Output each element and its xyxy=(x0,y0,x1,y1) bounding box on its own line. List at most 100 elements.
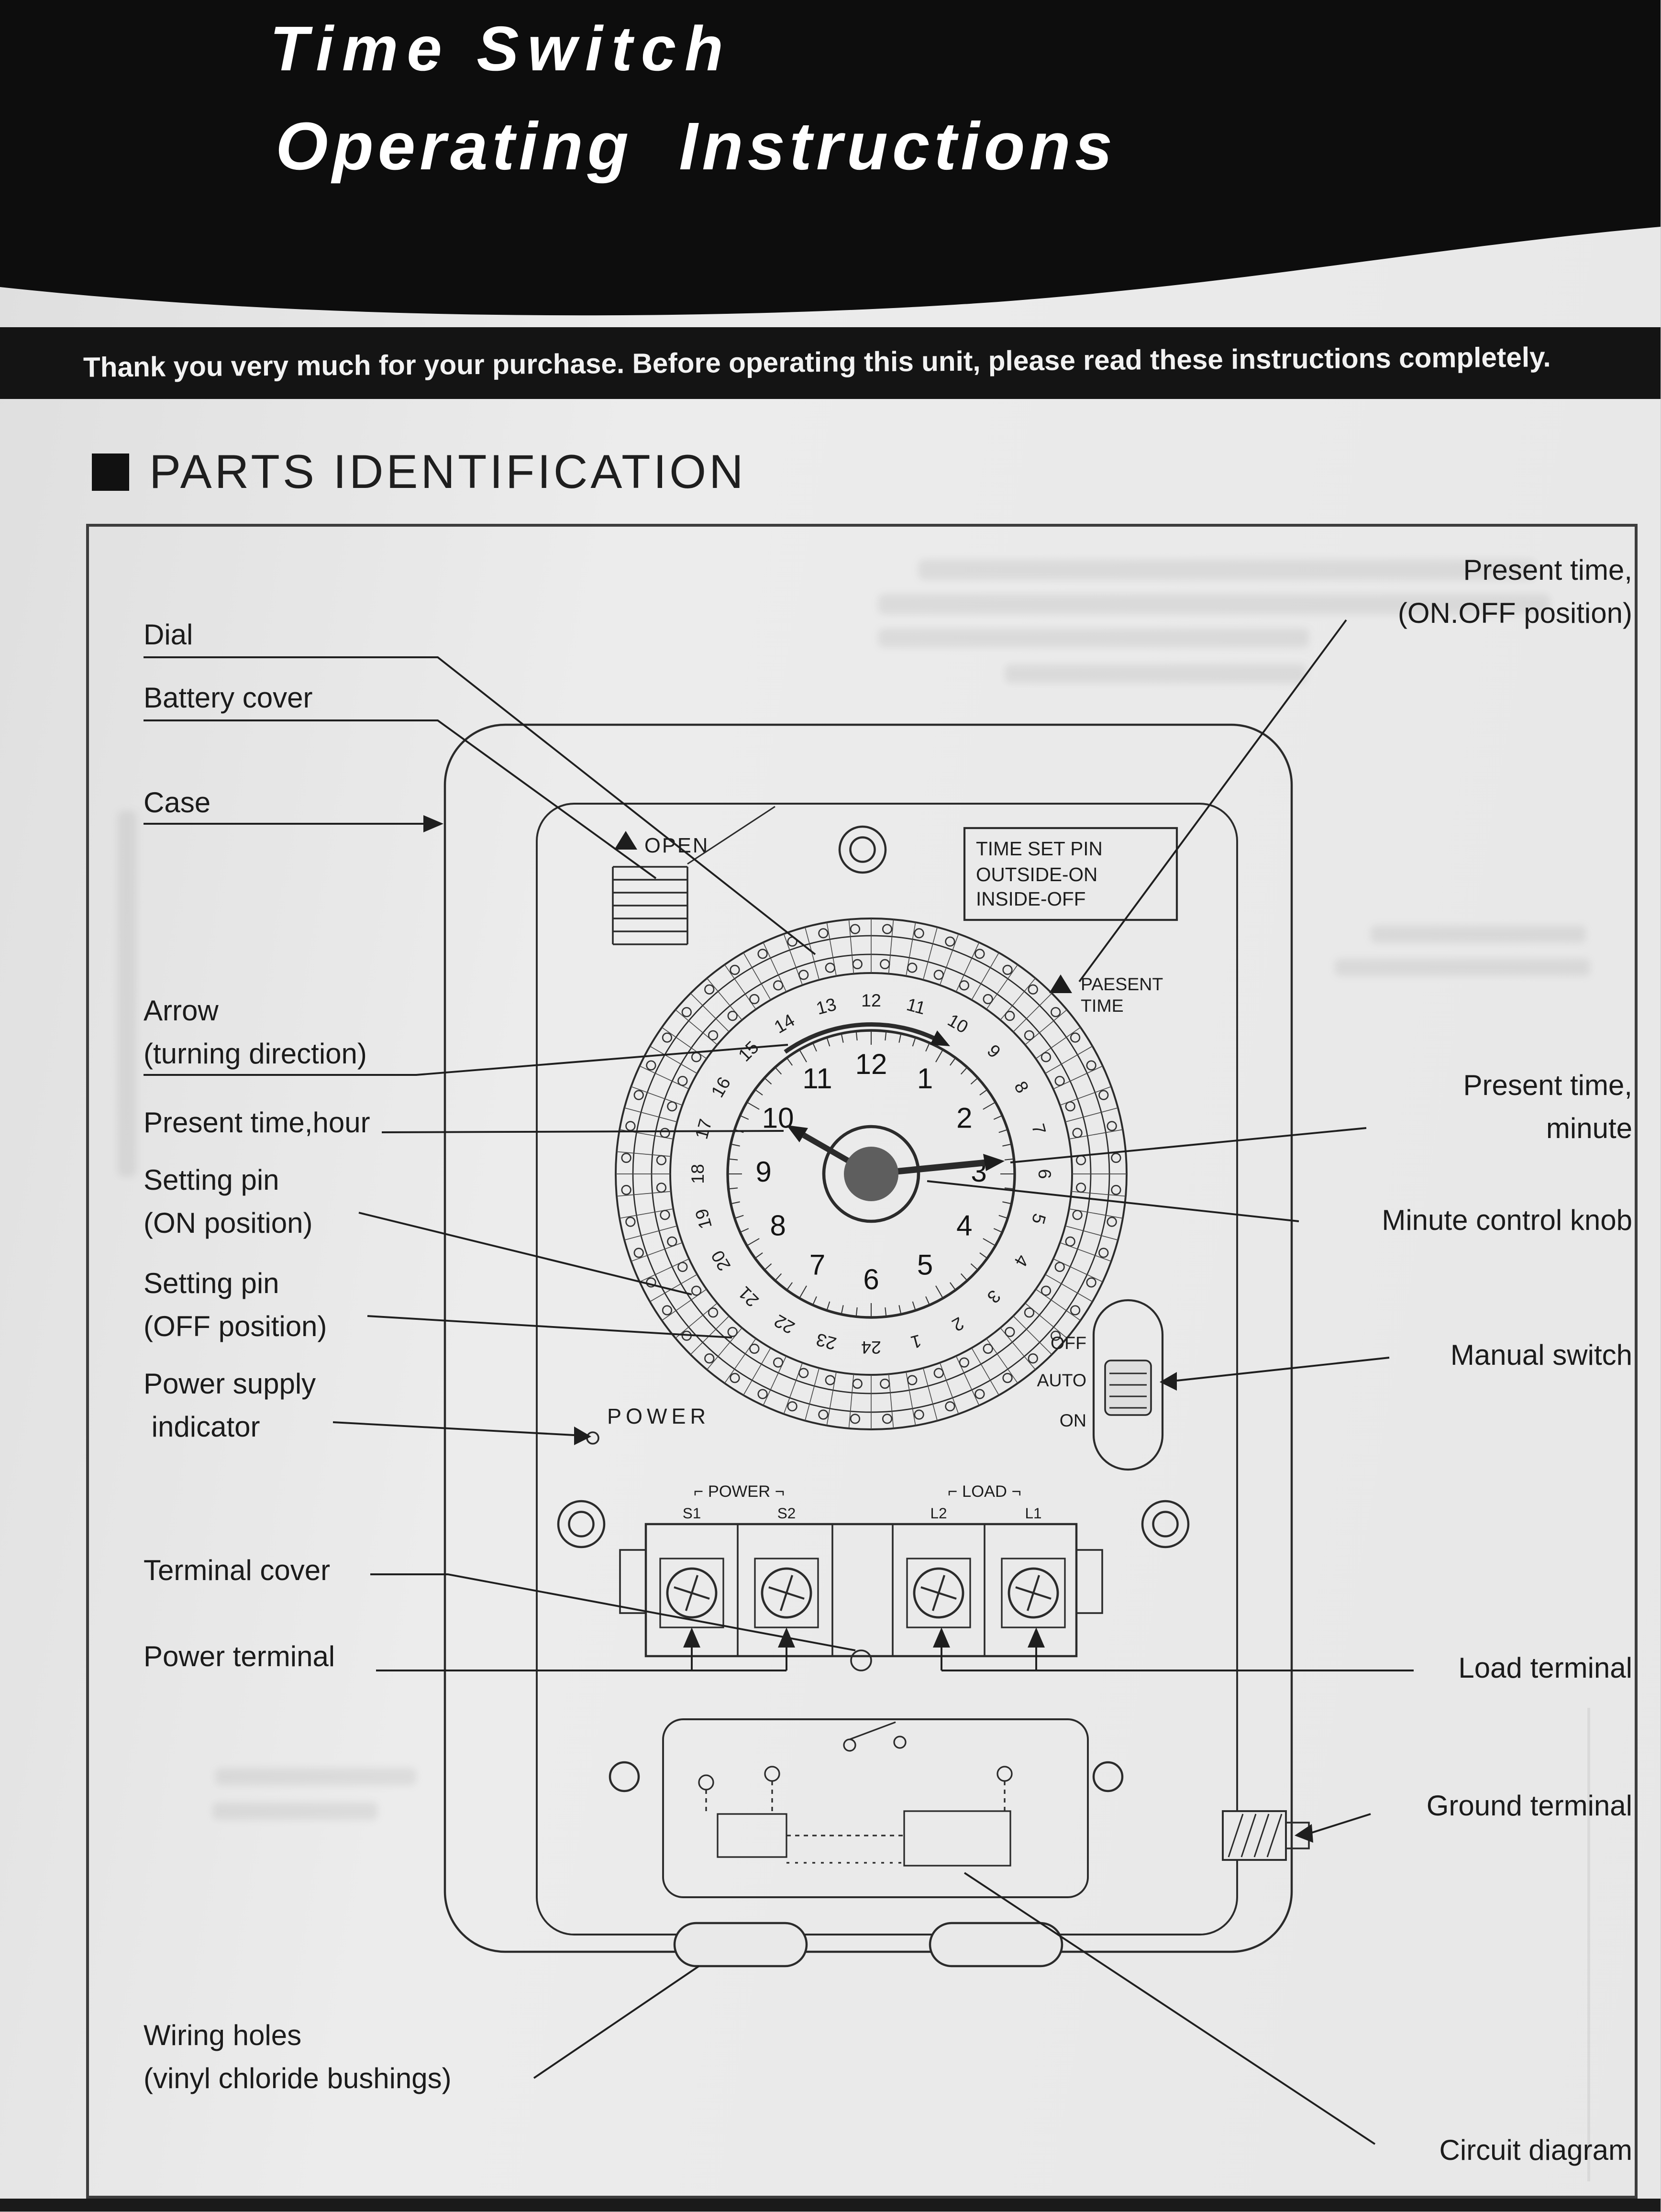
setting-pin xyxy=(662,1305,673,1316)
label-battery-cover: Battery cover xyxy=(144,683,313,715)
leader-dial xyxy=(144,656,816,955)
hour-hand-tip xyxy=(786,1125,808,1142)
setting-pin xyxy=(1028,984,1038,995)
leader-manual-switch xyxy=(1176,1357,1390,1382)
paesent-label: PAESENT xyxy=(1081,974,1163,994)
setting-pin xyxy=(1051,1330,1061,1341)
dial-setting-pins xyxy=(621,924,1121,1424)
setting-pin xyxy=(625,1217,636,1227)
screw xyxy=(557,1500,606,1548)
setting-pin xyxy=(691,1052,702,1062)
setting-pin xyxy=(1041,1052,1052,1062)
setting-pin xyxy=(656,1155,667,1165)
setting-pin xyxy=(798,1368,809,1378)
wiring-hole-bushing xyxy=(929,1922,1063,1968)
label-terminal-cover: Terminal cover xyxy=(144,1556,331,1587)
time-set-pin-note: TIME SET PIN OUTSIDE-ON INSIDE-OFF xyxy=(963,827,1178,921)
setting-pin xyxy=(656,1183,667,1193)
setting-pin xyxy=(730,964,740,975)
power-indicator-drawing: POWER xyxy=(586,1404,706,1445)
setting-pin xyxy=(727,1010,738,1021)
bleed-through-artifact xyxy=(118,811,136,1177)
case-outline xyxy=(443,723,1293,1953)
label-turning-arrow: Arrow(turning direction) xyxy=(144,996,367,1071)
label-circuit-diagram: Circuit diagram xyxy=(1439,2135,1632,2167)
setting-pin xyxy=(1005,1010,1015,1021)
section-title: PARTS IDENTIFICATION xyxy=(149,445,746,498)
setting-pin xyxy=(914,928,924,939)
setting-pin xyxy=(959,1357,970,1368)
clock-number: 11 xyxy=(802,1062,832,1095)
bleed-through-artifact xyxy=(1005,664,1306,683)
battery-cover-drawing: OPEN xyxy=(612,806,775,945)
setting-pin xyxy=(1024,1307,1035,1318)
terminal-screw xyxy=(666,1567,718,1619)
setting-pin xyxy=(1005,1327,1015,1338)
screw xyxy=(1141,1500,1190,1548)
dial-24h-number: 15 xyxy=(734,1037,763,1065)
setting-pin xyxy=(1054,1075,1065,1086)
terminal-block-drawing: ⌐ POWER ¬ ⌐ LOAD ¬ S1 S2 L2 L1 xyxy=(619,1482,1103,1671)
leader-lines xyxy=(144,619,1414,2145)
page-title: Time Switch xyxy=(270,14,732,85)
setting-pin xyxy=(704,984,715,995)
setting-pin xyxy=(1072,1210,1083,1220)
setting-pin xyxy=(933,970,944,980)
clock-number: 5 xyxy=(917,1249,933,1281)
terminal-cover-screw-hole xyxy=(850,1649,872,1671)
setting-pin xyxy=(914,1409,924,1420)
setting-pin xyxy=(850,1414,861,1424)
clock-number: 4 xyxy=(956,1209,972,1241)
setting-pin xyxy=(633,1090,644,1100)
setting-pin xyxy=(625,1121,636,1131)
dial-24h-number: 13 xyxy=(814,994,838,1018)
bleed-through-artifact xyxy=(1335,959,1590,976)
time-set-pin-line2: OUTSIDE-ON xyxy=(976,863,1097,885)
face-plate xyxy=(536,803,1238,1936)
setting-pin xyxy=(749,994,760,1005)
clock-face xyxy=(726,1029,1016,1319)
dial-24h-number: 12 xyxy=(861,990,881,1010)
setting-pin xyxy=(825,1375,835,1385)
circuit-diagram-drawing xyxy=(662,1718,1089,1898)
load-group-label: ⌐ LOAD ¬ xyxy=(948,1482,1021,1501)
dial-24h-number: 24 xyxy=(861,1338,881,1358)
dial-24h-number: 18 xyxy=(687,1164,708,1184)
wiring-hole-bushing xyxy=(673,1922,808,1968)
switch-auto-label: AUTO xyxy=(1037,1370,1087,1390)
bleed-through-artifact xyxy=(919,560,1536,580)
label-present-onoff: Present time,(ON.OFF position) xyxy=(1397,555,1632,630)
setting-pin xyxy=(633,1248,644,1258)
manual-switch-drawing: OFF AUTO ON xyxy=(1037,1299,1164,1471)
time-label: TIME xyxy=(1081,995,1124,1016)
setting-pin xyxy=(704,1353,715,1364)
minute-hand-tip xyxy=(983,1154,1005,1171)
setting-pin xyxy=(880,1378,890,1389)
leader-present-hour xyxy=(381,1130,784,1133)
setting-pin xyxy=(1002,964,1013,975)
bleed-through-artifact xyxy=(212,1803,377,1820)
dial-24h-number: 23 xyxy=(814,1329,838,1354)
setting-pin xyxy=(1054,1261,1065,1272)
header-band xyxy=(0,0,1661,316)
label-power-terminal: Power terminal xyxy=(144,1642,335,1673)
leader-minute-knob xyxy=(927,1180,1299,1222)
setting-pin xyxy=(708,1307,719,1318)
setting-pin xyxy=(1086,1277,1096,1288)
bleed-through-artifact xyxy=(878,629,1309,647)
leader-setpin-on xyxy=(358,1212,692,1295)
setting-pin xyxy=(882,924,893,934)
mount-hole xyxy=(609,1761,640,1792)
label-manual-switch: Manual switch xyxy=(1450,1340,1632,1372)
setting-pin xyxy=(818,1409,829,1420)
leader-circuit xyxy=(963,1872,1376,2145)
setting-pin xyxy=(1072,1128,1083,1138)
setting-pin xyxy=(749,1343,760,1354)
label-power-supply-indicator: Power supply indicator xyxy=(144,1369,316,1444)
setting-pin xyxy=(959,980,970,991)
setting-pin xyxy=(660,1128,670,1138)
leader-ground-arrowhead xyxy=(1295,1824,1313,1843)
